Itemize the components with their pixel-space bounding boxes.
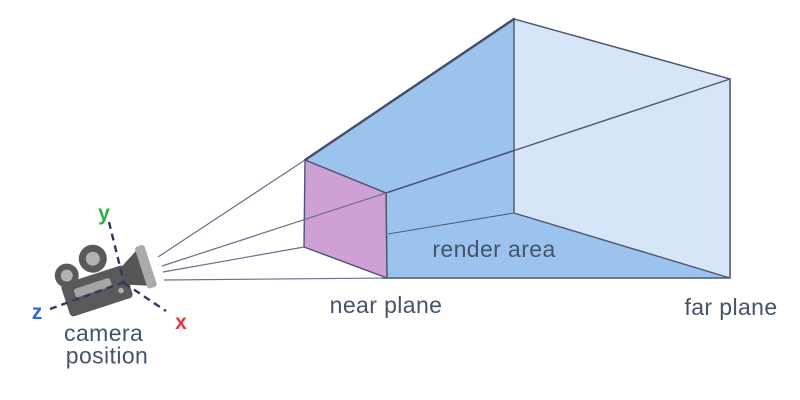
camera-position-label: camera position [64, 320, 150, 369]
axis-z-label: z [32, 301, 43, 324]
far-plane-label: far plane [684, 294, 777, 320]
camera-ray-bottom-right [163, 277, 388, 281]
camera-body-stripe [73, 278, 112, 298]
far-plane-face [513, 18, 731, 279]
camera-lens-rim [135, 245, 157, 289]
edge-near-top-right-to-far-top-right [385, 78, 731, 194]
axis-z-line [49, 280, 125, 311]
camera-reel-large-hub [85, 251, 100, 266]
camera-ray-bottom-left [162, 246, 305, 273]
camera-reel-small-hub [60, 269, 73, 282]
render-area-label: render area [432, 236, 555, 262]
axis-x-label: x [175, 311, 187, 334]
edge-near-top-left-to-far-top-left [303, 17, 516, 162]
camera-lens-cone [120, 249, 149, 286]
camera-ray-top-left [157, 159, 306, 258]
camera-position-label-line2: position [66, 343, 148, 369]
camera-body-dot [118, 287, 124, 294]
edge-near-bottom-left-to-far-bottom-left [387, 212, 515, 235]
near-plane-label: near plane [330, 292, 443, 318]
axis-y-line [107, 221, 126, 284]
camera-ray-top-right [161, 192, 387, 267]
axis-y-label: y [98, 202, 110, 225]
camera-position-label-line1: camera [64, 320, 143, 346]
camera-icon [54, 244, 157, 317]
axis-x-line [123, 282, 167, 312]
